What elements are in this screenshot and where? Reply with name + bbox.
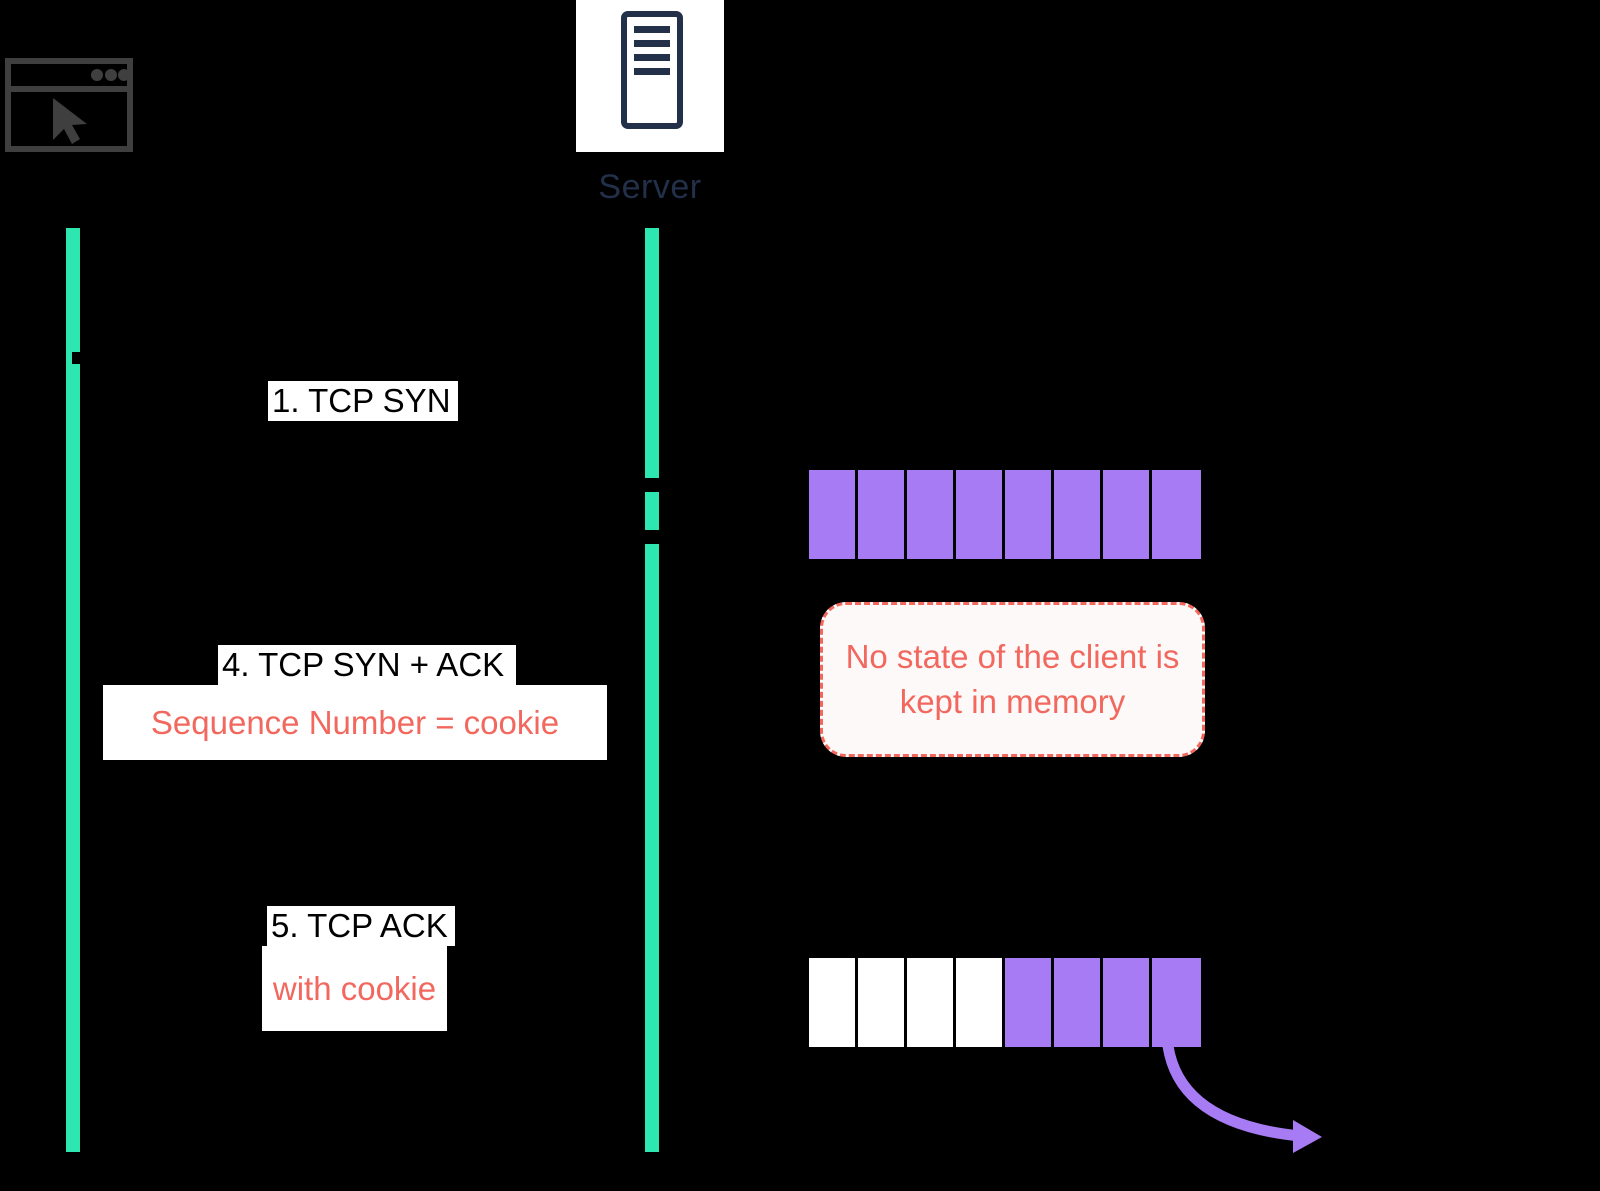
- backlog-queue-partial: [806, 955, 1204, 1050]
- overflow-arrow-icon: [1150, 1040, 1350, 1160]
- memory-cell: [956, 470, 1005, 559]
- memory-cell: [1005, 958, 1054, 1047]
- memory-cell: [956, 958, 1005, 1047]
- arrowhead-client-outgoing: [72, 352, 84, 364]
- memory-cell: [1005, 470, 1054, 559]
- server-label: Server: [598, 168, 702, 206]
- memory-cell: [1152, 470, 1201, 559]
- memory-cell: [809, 470, 858, 559]
- message-sublabel-sequence-number: Sequence Number = cookie: [103, 685, 607, 760]
- client-browser-icon: [5, 58, 133, 152]
- memory-cell: [907, 958, 956, 1047]
- arrowhead-server-incoming-2: [640, 530, 660, 544]
- server-lifeline: [645, 228, 659, 1152]
- memory-cell: [1054, 470, 1103, 559]
- memory-cell: [858, 958, 907, 1047]
- memory-cell: [1054, 958, 1103, 1047]
- memory-cell: [1103, 470, 1152, 559]
- arrowhead-server-incoming-1: [640, 478, 660, 492]
- message-label-tcp-syn-ack: 4. TCP SYN + ACK: [218, 645, 516, 685]
- message-label-tcp-ack: 5. TCP ACK: [267, 906, 455, 946]
- message-label-tcp-syn: 1. TCP SYN: [268, 381, 458, 421]
- no-state-callout: No state of the client is kept in memory: [820, 602, 1205, 757]
- memory-cell: [1103, 958, 1152, 1047]
- memory-cell: [809, 958, 858, 1047]
- memory-cell: [1152, 958, 1201, 1047]
- backlog-queue-full: [806, 467, 1204, 562]
- memory-cell: [858, 470, 907, 559]
- memory-cell: [907, 470, 956, 559]
- server-tower-icon: [576, 0, 724, 152]
- client-lifeline: [66, 228, 80, 1152]
- message-sublabel-with-cookie: with cookie: [262, 946, 447, 1031]
